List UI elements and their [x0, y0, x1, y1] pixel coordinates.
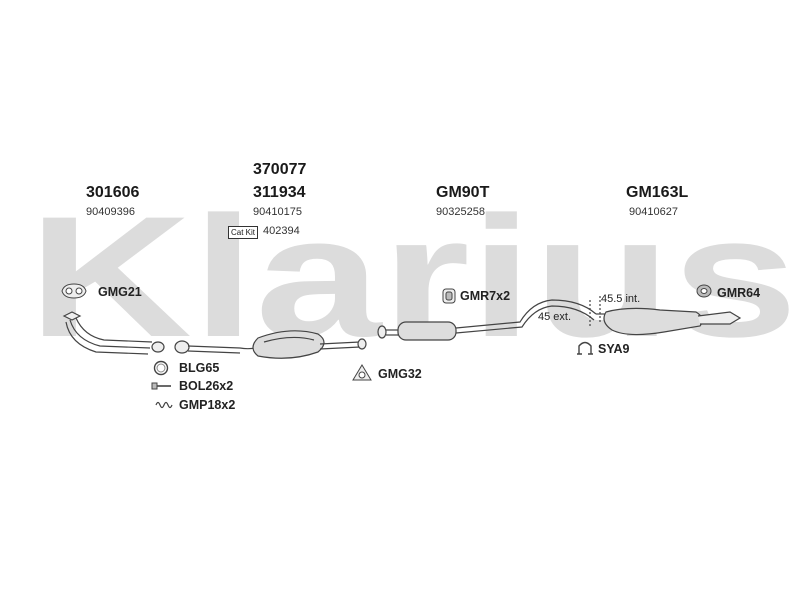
- ref-number-col1: 90409396: [86, 206, 135, 218]
- clamp-icon: [577, 341, 593, 355]
- catkit-badge: Cat Kit: [228, 226, 259, 239]
- fitting-label-blg65: BLG65: [179, 361, 220, 375]
- flange-gasket-icon: [352, 364, 372, 381]
- catalytic-converter-part: [174, 330, 367, 359]
- centre-silencer-part: [377, 299, 597, 341]
- fitting-label-sya9: SYA9: [598, 342, 630, 356]
- part-code-gm163l: GM163L: [626, 184, 689, 201]
- rubber-mount-icon: [442, 288, 456, 304]
- fitting-label-gmp18: GMP18x2: [179, 398, 236, 412]
- catkit-number: 402394: [263, 225, 300, 237]
- fitting-label-gmr64: GMR64: [717, 286, 761, 300]
- fitting-label-gmr7: GMR7x2: [460, 289, 511, 303]
- rear-silencer-part: [596, 307, 742, 336]
- part-code-311934: 311934: [253, 184, 306, 201]
- fitting-label-bol26: BOL26x2: [179, 379, 234, 393]
- part-code-gm90t: GM90T: [436, 184, 490, 201]
- gasket-icon: [61, 283, 87, 299]
- fitting-label-gmg21: GMG21: [98, 285, 142, 299]
- hanger-icon: [696, 284, 712, 298]
- dimension-internal-label: 45.5 int.: [601, 293, 641, 305]
- front-pipe-part: [62, 311, 165, 355]
- dimension-external-label: 45 ext.: [538, 311, 572, 323]
- spring-icon: [155, 401, 173, 409]
- part-code-370077: 370077: [253, 161, 307, 178]
- part-code-301606: 301606: [86, 184, 140, 201]
- ref-number-col4: 90410627: [629, 206, 678, 218]
- bolt-icon: [151, 382, 171, 390]
- ref-number-col2: 90410175: [253, 206, 302, 218]
- fitting-label-gmg32: GMG32: [378, 367, 422, 381]
- ref-number-col3: 90325258: [436, 206, 485, 218]
- ring-gasket-icon: [153, 360, 169, 376]
